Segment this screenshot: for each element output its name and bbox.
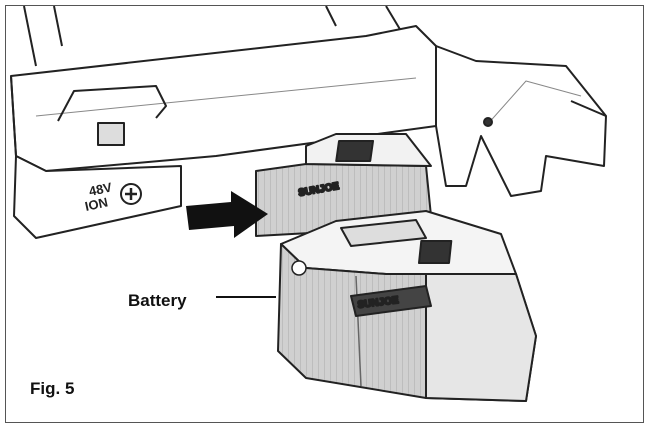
seated-battery: SUNJOE (255, 133, 432, 237)
svg-text:48V: 48V (88, 179, 114, 199)
battery-insertion-illustration: 48V ION SUNJOE SUNJOE (10, 6, 607, 402)
svg-text:ION: ION (84, 194, 110, 213)
tool-body (10, 6, 607, 239)
figure-caption: Fig. 5 (30, 379, 75, 398)
battery-callout-label: Battery (128, 291, 187, 310)
figure-frame: 48V ION SUNJOE SUNJOE Battery Fig. 5 (5, 5, 644, 423)
front-battery: SUNJOE (277, 210, 537, 402)
insertion-arrow-icon (186, 191, 268, 238)
voltage-badge: 48V ION (84, 179, 142, 214)
